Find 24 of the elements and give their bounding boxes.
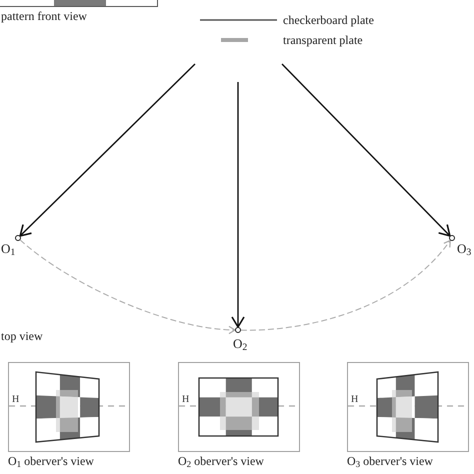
arrow	[231, 82, 245, 328]
view-title: pattern front view	[1, 9, 87, 23]
observer-label: O$_{1}$	[1, 242, 16, 256]
legend-label: checkerboard plate	[283, 13, 374, 27]
observer-view-panel	[178, 362, 300, 452]
observer-label: O$_{2}$	[233, 337, 248, 351]
observer-view-panel	[347, 362, 469, 452]
view-title: O$_{2}$ oberver's view	[178, 454, 264, 468]
arrow	[19, 64, 196, 237]
observer-point-icon	[15, 235, 21, 241]
dashed-arrow	[240, 240, 451, 331]
pattern-front-view-box	[0, 0, 158, 7]
legend-label: transparent plate	[283, 33, 363, 47]
observer-label: O$_{3}$	[457, 242, 472, 256]
horizon-label: H	[182, 395, 190, 405]
view-title: O$_{3}$ oberver's view	[347, 454, 433, 468]
horizon-label: H	[351, 395, 358, 405]
view-label: top view	[1, 329, 43, 343]
horizon-label: H	[12, 395, 20, 405]
view-title: O$_{1}$ oberver's view	[8, 454, 94, 468]
arrow	[282, 64, 451, 237]
dashed-arrow	[20, 240, 236, 334]
observer-point-icon	[235, 327, 241, 333]
observer-view-panel	[8, 362, 130, 452]
